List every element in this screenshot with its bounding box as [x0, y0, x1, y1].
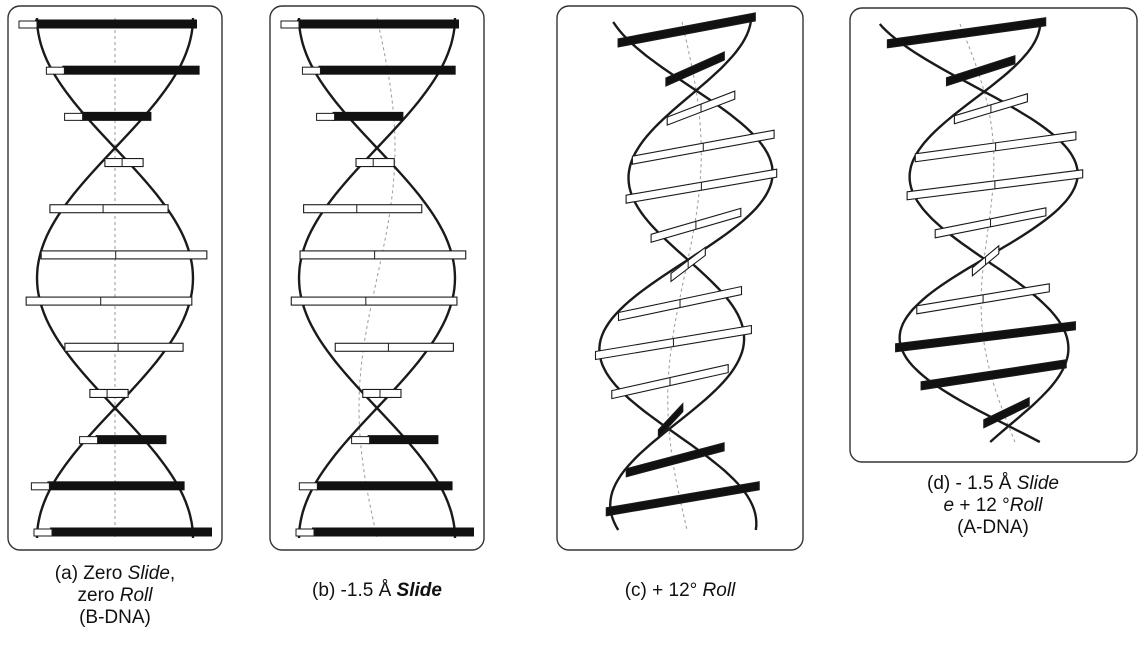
base-pair [95, 435, 167, 445]
caption-line: (A-DNA) [873, 517, 1113, 539]
caption-text: (b) -1.5 Å [312, 580, 397, 601]
caption-text: (d) - 1.5 Å [927, 473, 1017, 494]
base-pair [30, 482, 50, 491]
base-pair [290, 296, 458, 306]
base-pair [35, 19, 197, 29]
panel-c [556, 5, 804, 551]
base-pair [80, 111, 152, 121]
caption-line: (B-DNA) [0, 607, 235, 629]
panel-frame [269, 5, 485, 551]
caption-b: (b) -1.5 Å Slide [257, 580, 497, 602]
caption-text: Roll [1009, 495, 1043, 516]
panel-frame [556, 5, 804, 551]
caption-line: (a) Zero Slide, [0, 563, 235, 585]
base-pair [301, 66, 321, 75]
caption-line: (b) -1.5 Å Slide [257, 580, 497, 602]
base-pair [49, 204, 169, 214]
strand-2 [598, 21, 774, 531]
panel-a [7, 5, 223, 551]
base-pair [886, 17, 1047, 49]
helix-axis [358, 17, 396, 539]
base-pair [895, 321, 1076, 353]
base-pair [104, 157, 144, 168]
caption-text: Slide [127, 563, 170, 584]
strand-1 [35, 17, 195, 539]
base-pair [25, 296, 193, 306]
base-pair [316, 112, 336, 121]
strand-2 [35, 17, 195, 539]
base-pair [617, 12, 756, 48]
caption-text: e [943, 495, 955, 516]
strand-1 [297, 17, 457, 539]
base-pair [362, 388, 402, 399]
base-pair [33, 528, 53, 537]
caption-text: Roll [702, 580, 736, 601]
base-pair [47, 481, 185, 491]
base-pair [945, 55, 1016, 87]
strand-2 [878, 23, 1079, 444]
caption-text: (B-DNA) [79, 607, 151, 628]
caption-a: (a) Zero Slide,zero Roll(B-DNA) [0, 563, 235, 629]
base-pair [40, 250, 208, 260]
base-pair [295, 528, 315, 537]
caption-line: (c) + 12° Roll [560, 580, 800, 602]
panel-b [269, 5, 485, 551]
base-pair [318, 65, 456, 75]
panel-frame [7, 5, 223, 551]
base-pair [665, 51, 725, 87]
base-pair [334, 342, 454, 352]
base-pair [62, 65, 200, 75]
base-pair [298, 482, 318, 491]
base-pair [64, 342, 184, 352]
strand-2 [297, 17, 457, 539]
panel-frame [849, 7, 1138, 463]
base-pair [89, 388, 129, 399]
base-pair [45, 66, 65, 75]
caption-text: , [169, 563, 176, 584]
caption-text: zero [77, 585, 120, 606]
caption-text: Slide [1016, 473, 1059, 494]
base-pair [332, 111, 404, 121]
base-pair [312, 527, 474, 537]
base-pair [315, 481, 453, 491]
base-pair [303, 204, 423, 214]
base-pair [64, 112, 84, 121]
base-pair [18, 20, 38, 29]
caption-text: + 12 ° [954, 495, 1010, 516]
base-pair [299, 250, 467, 260]
caption-line: e + 12 °Roll [873, 495, 1113, 517]
caption-line: zero Roll [0, 585, 235, 607]
base-pair [297, 19, 459, 29]
caption-line: (d) - 1.5 Å Slide [873, 473, 1113, 495]
base-pair [920, 359, 1067, 391]
caption-text: Slide [396, 580, 442, 601]
base-pair [367, 435, 439, 445]
caption-text: Slide [397, 580, 442, 601]
base-pair [280, 20, 300, 29]
caption-c: (c) + 12° Roll [560, 580, 800, 602]
caption-text: (A-DNA) [957, 517, 1029, 538]
base-pair [605, 481, 760, 517]
strand-1 [608, 21, 752, 531]
base-pair [79, 436, 99, 445]
base-pair [351, 436, 371, 445]
caption-text: (a) Zero [54, 563, 128, 584]
caption-text: (c) + 12° [624, 580, 703, 601]
base-pair [983, 396, 1030, 429]
base-pair [50, 527, 212, 537]
base-pair [355, 157, 395, 168]
panel-d [849, 7, 1138, 463]
base-pair [625, 442, 725, 478]
caption-text: Roll [119, 585, 153, 606]
base-pair [657, 402, 684, 440]
